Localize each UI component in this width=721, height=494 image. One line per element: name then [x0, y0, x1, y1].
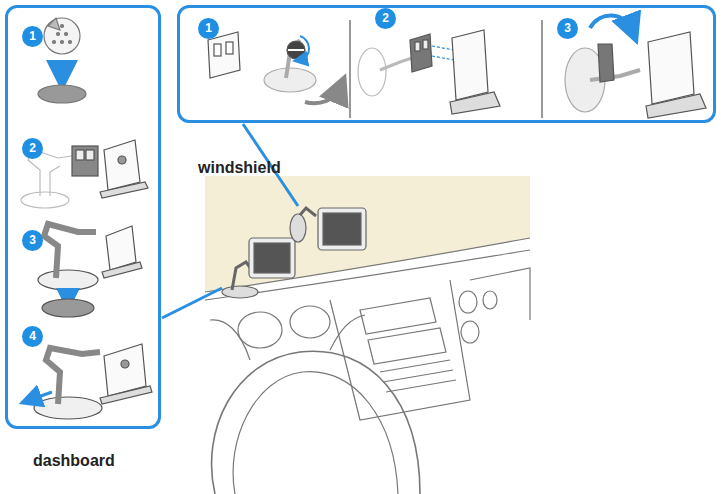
adhesive-disc — [38, 18, 86, 103]
mount-on-disc — [38, 224, 142, 317]
callout-number: 1 — [22, 26, 43, 47]
callout-number: 4 — [22, 326, 43, 347]
callout-number: 2 — [22, 138, 43, 159]
windshield-device — [290, 208, 366, 250]
dashboard-device — [222, 238, 295, 298]
panel-title: dashboard — [33, 452, 115, 470]
plate-to-cradle — [358, 30, 500, 114]
ball-mount — [208, 32, 340, 103]
callout-number: 2 — [375, 8, 396, 29]
callout-number: 3 — [22, 230, 43, 251]
car-interior — [205, 176, 530, 494]
callout-number: 1 — [198, 18, 219, 39]
callout-number: 3 — [557, 18, 578, 39]
locked-mount — [30, 344, 152, 419]
step-panel: dashboard — [5, 5, 161, 429]
panel-title: windshield — [198, 159, 281, 177]
step-panel: windshield — [177, 5, 716, 123]
lever-lock — [565, 15, 706, 118]
